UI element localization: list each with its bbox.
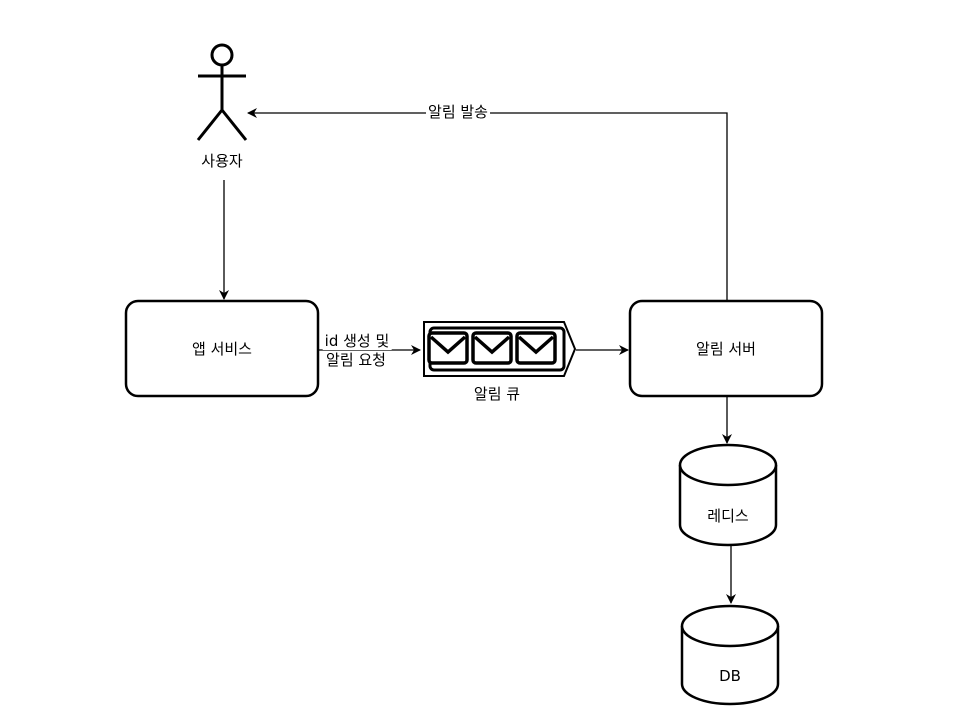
edge-label-request-line2: 알림 요청 — [324, 351, 388, 369]
notification-server-box[interactable] — [628, 299, 824, 398]
db-cylinder-icon[interactable] — [680, 604, 780, 706]
envelope-icon — [427, 331, 469, 365]
queue-label: 알림 큐 — [473, 385, 521, 403]
edge-label-send-notification: 알림 발송 — [426, 103, 490, 121]
user-label: 사용자 — [199, 152, 245, 170]
user-actor-icon[interactable] — [196, 43, 248, 141]
redis-label: 레디스 — [707, 507, 749, 525]
app-service-label: 앱 서비스 — [192, 340, 252, 358]
message-queue-icon[interactable] — [423, 321, 577, 377]
redis-cylinder-icon[interactable] — [678, 443, 778, 547]
edge-notification-server-to-user — [247, 108, 728, 300]
db-label: DB — [719, 667, 741, 685]
notification-server-label: 알림 서버 — [696, 340, 756, 358]
edge-label-request-line1: id 생성 및 — [322, 332, 392, 350]
envelope-icon — [515, 331, 557, 365]
envelope-icon — [471, 331, 513, 365]
app-service-box[interactable] — [124, 299, 320, 398]
